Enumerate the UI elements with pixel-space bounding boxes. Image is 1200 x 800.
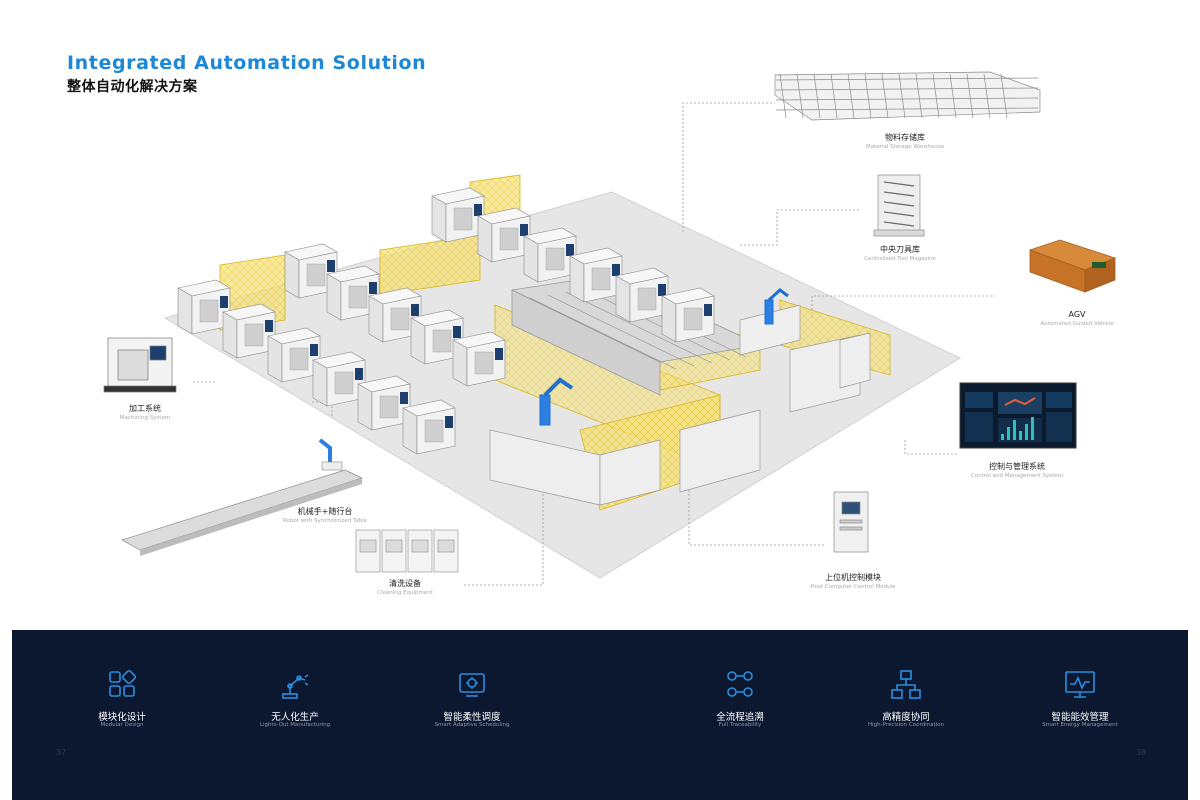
robot-arm-right xyxy=(764,288,789,325)
robot-rail xyxy=(121,438,363,556)
cabinets-right xyxy=(489,304,871,506)
cnc-machine xyxy=(615,267,669,323)
control-dashboard xyxy=(959,382,1077,449)
factory-illustration xyxy=(103,71,1117,586)
label-host: 上位机控制模块 Host Computer Control Module xyxy=(810,573,896,590)
storage-warehouse xyxy=(774,71,1041,121)
tool-magazine xyxy=(873,174,925,237)
cnc-machine xyxy=(523,227,577,283)
label-machining: 加工系统 Machining System xyxy=(119,404,171,421)
title-chinese: 整体自动化解决方案 xyxy=(67,79,198,95)
label-control: 控制与管理系统 Control and Management System xyxy=(970,462,1064,479)
label-cleaning: 清洗设备 Cleaning Equipment xyxy=(377,579,433,596)
cnc-machine xyxy=(661,287,715,343)
cnc-machine xyxy=(267,327,321,383)
agv-vehicle xyxy=(1028,239,1117,293)
cnc-machine xyxy=(312,351,366,407)
traceability-icon xyxy=(727,671,753,697)
cnc-row-middle xyxy=(284,243,506,387)
cnc-machine xyxy=(452,331,506,387)
cnc-row-back xyxy=(431,187,715,343)
label-robot-table: 机械手+随行台 Robot with Synchronized Table xyxy=(282,507,368,524)
page-number-left: 37 xyxy=(56,748,67,757)
host-computer-module xyxy=(833,491,869,553)
cnc-machine xyxy=(431,187,485,243)
page-number-right: 38 xyxy=(1136,748,1147,757)
cnc-machine xyxy=(177,279,231,335)
feature-bar: 模块化设计 Modular Design 无人化生产 Lights-Out Ma… xyxy=(12,630,1188,800)
cnc-machine xyxy=(357,375,411,431)
cnc-machine xyxy=(477,207,531,263)
label-tool-magazine: 中央刀具库 Centralized Tool Magazine xyxy=(864,245,936,262)
label-storage: 物料存储库 Material Storage Warehouse xyxy=(866,133,944,150)
cnc-machine xyxy=(222,303,276,359)
cnc-machine xyxy=(569,247,623,303)
title-english: Integrated Automation Solution xyxy=(67,52,427,74)
cnc-machine xyxy=(402,399,456,455)
label-agv: AGV Automated Guided Vehicle xyxy=(1040,310,1114,327)
robot-arm-center xyxy=(539,377,574,426)
cleaning-equipment xyxy=(355,529,459,573)
modular-icon xyxy=(109,669,137,697)
cnc-row-left xyxy=(177,279,456,455)
network-icon xyxy=(891,670,921,699)
robot-arm-icon xyxy=(282,674,309,699)
monitor-chart-icon xyxy=(1065,671,1095,698)
machining-system xyxy=(103,337,177,393)
scheduling-icon xyxy=(459,673,485,697)
